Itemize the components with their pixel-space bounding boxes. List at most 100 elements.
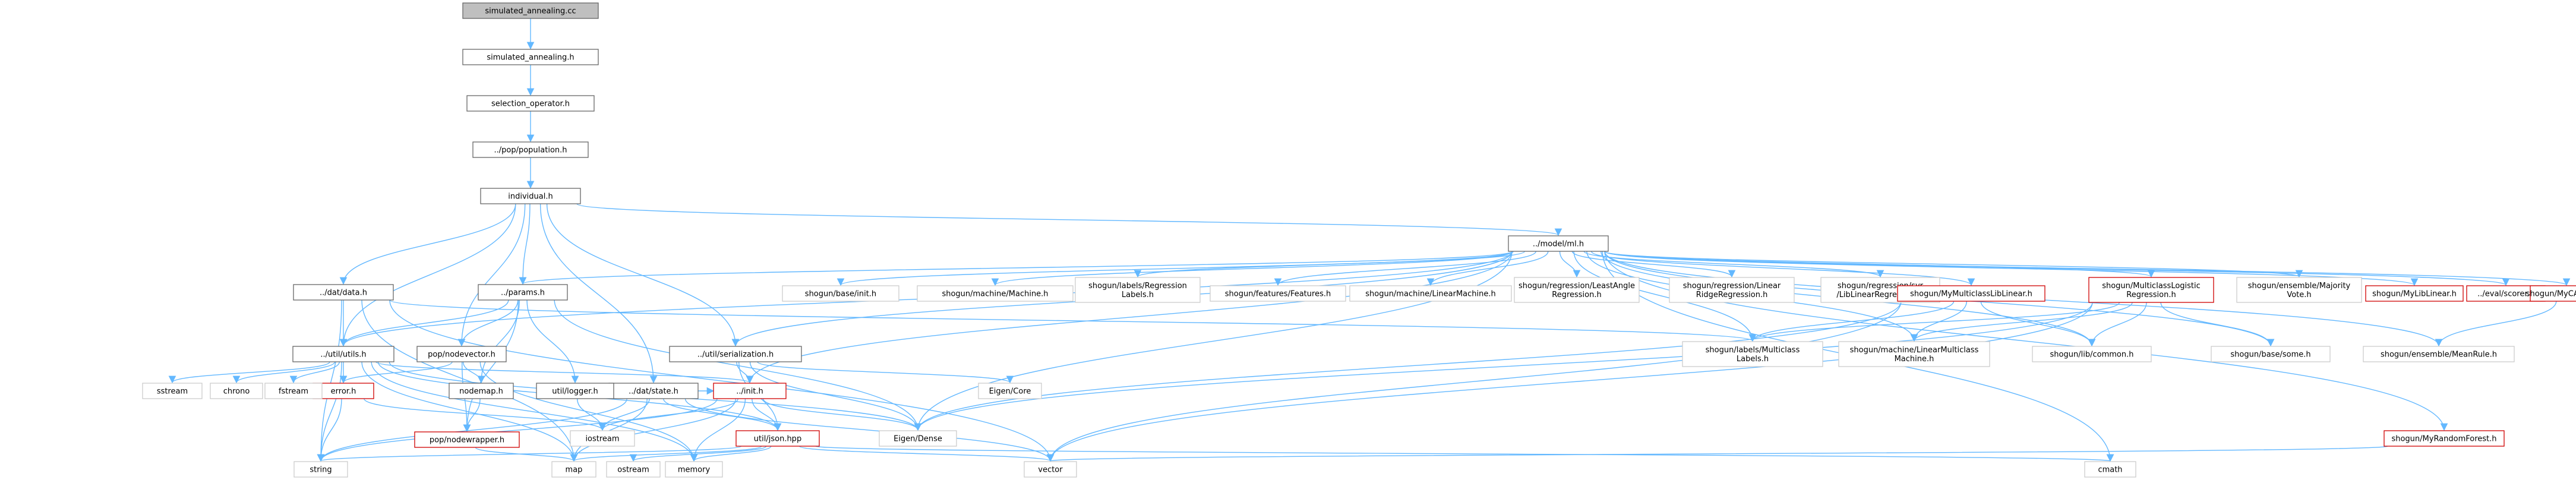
node-box — [879, 430, 957, 447]
edge-mclog-to-libcommon — [2088, 302, 2147, 347]
node-box — [1210, 285, 1346, 302]
edge-state-to-string — [317, 398, 627, 462]
node-box — [2363, 346, 2515, 362]
node-label: shogun/ensemble/Majority — [2248, 282, 2351, 291]
node-mylib[interactable]: shogun/MyLibLinear.h — [2365, 285, 2464, 302]
edge-init-to-string — [317, 398, 718, 462]
edge-data-to-map — [361, 299, 578, 462]
node-box — [466, 95, 595, 112]
node-iostream: iostream — [570, 430, 635, 447]
edge-state-to-json — [663, 398, 782, 431]
node-label: ../model/ml.h — [1533, 240, 1584, 249]
node-box — [713, 383, 787, 399]
node-pop[interactable]: ../pop/population.h — [472, 141, 589, 158]
node-box — [782, 285, 899, 302]
node-selop[interactable]: selection_operator.h — [466, 95, 595, 112]
edge-params-to-utils — [339, 299, 509, 347]
node-indiv[interactable]: individual.h — [480, 188, 581, 204]
node-serial[interactable]: ../util/serialization.h — [669, 346, 802, 362]
edge-rf-to-vector — [1047, 446, 2388, 462]
node-data[interactable]: ../dat/data.h — [293, 284, 394, 301]
node-nodemap[interactable]: nodemap.h — [449, 383, 514, 399]
node-label: shogun/MyMulticlassLibLinear.h — [1910, 290, 2032, 299]
edge-data-to-string — [317, 299, 342, 462]
node-label: Regression.h — [1552, 291, 1601, 299]
edge-indiv-to-mlh — [576, 203, 1562, 236]
edge-nodewrap-to-map — [475, 447, 578, 462]
node-box — [1514, 277, 1640, 303]
edge-error-to-iostream — [364, 398, 607, 431]
node-mclib[interactable]: shogun/MyMulticlassLibLinear.h — [1897, 285, 2045, 302]
node-utils[interactable]: ../util/utils.h — [292, 346, 394, 362]
node-json[interactable]: util/json.hpp — [735, 430, 820, 447]
edge-indiv-to-state — [539, 203, 658, 384]
node-logger[interactable]: util/logger.h — [536, 383, 614, 399]
edge-utils-to-map — [361, 361, 578, 462]
node-label: shogun/features/Features.h — [1225, 290, 1331, 299]
node-map: map — [551, 461, 596, 478]
edge-mlh-to-reglabels — [1134, 251, 1526, 278]
node-box — [1838, 341, 1990, 367]
node-state[interactable]: ../dat/state.h — [608, 383, 699, 399]
node-label: vector — [1038, 466, 1063, 475]
edges-layer — [168, 18, 2570, 462]
node-label: simulated_annealing.h — [487, 53, 574, 62]
edge-mlh-to-baseinit — [837, 251, 1513, 286]
node-init[interactable]: ../init.h — [713, 383, 787, 399]
edge-indiv-to-utils — [339, 203, 516, 347]
node-box — [551, 461, 596, 478]
node-box — [210, 383, 263, 399]
edge-mclog-to-mclabels — [1748, 302, 2120, 342]
node-box — [917, 285, 1074, 302]
edge-serial-to-init — [736, 361, 754, 384]
node-label: util/json.hpp — [754, 435, 801, 444]
node-label: shogun/MyRandomForest.h — [2391, 435, 2496, 444]
node-cmath: cmath — [2084, 461, 2136, 478]
node-label: ../pop/population.h — [494, 146, 567, 155]
node-label: shogun/labels/Multiclass — [1706, 346, 1800, 355]
node-box — [449, 383, 514, 399]
node-box — [735, 430, 820, 447]
node-rf[interactable]: shogun/MyRandomForest.h — [2384, 430, 2505, 447]
node-label: string — [310, 466, 332, 475]
node-mlh[interactable]: ../model/ml.h — [1508, 235, 1609, 252]
node-box — [978, 383, 1042, 399]
edge-serial-to-eigendense — [749, 361, 922, 431]
node-box — [293, 461, 348, 478]
edge-mclib-to-mclabels — [1748, 301, 1955, 342]
node-label: ../eval/scorer.h — [2477, 290, 2534, 299]
node-label: individual.h — [508, 192, 553, 201]
edge-mclib-to-eigendense — [914, 301, 1902, 431]
edge-serial-to-eigencore — [757, 361, 1014, 384]
node-sa_cc[interactable]: simulated_annealing.cc — [462, 2, 599, 19]
node-box — [472, 141, 589, 158]
node-label: ../dat/state.h — [629, 387, 678, 396]
node-label: Regression.h — [2126, 291, 2176, 299]
node-linmach: shogun/machine/LinearMachine.h — [1349, 285, 1512, 302]
node-box — [1349, 285, 1512, 302]
node-sa_h[interactable]: simulated_annealing.h — [462, 49, 599, 65]
node-label: memory — [678, 466, 711, 475]
edge-json-to-map — [570, 446, 762, 462]
edge-nodevec-to-memory — [479, 361, 698, 462]
edge-init-to-memory — [690, 398, 746, 462]
node-label: shogun/machine/LinearMulticlass — [1850, 346, 1979, 355]
edge-utils-to-init — [375, 361, 753, 384]
node-label: pop/nodevector.h — [428, 351, 495, 359]
node-nodevec[interactable]: pop/nodevector.h — [416, 346, 507, 362]
node-baseinit: shogun/base/init.h — [782, 285, 899, 302]
edge-mlh-to-linmach — [1426, 251, 1549, 286]
node-cart[interactable]: shogun/MyCARTree.h — [2526, 285, 2576, 302]
node-vector: vector — [1024, 461, 1077, 478]
node-label: util/logger.h — [552, 387, 598, 396]
node-nodewrap[interactable]: pop/nodewrapper.h — [414, 431, 520, 448]
node-params[interactable]: ../params.h — [478, 284, 568, 301]
node-box — [416, 346, 507, 362]
node-label: ../util/serialization.h — [697, 351, 774, 359]
edge-logger-to-iostream — [576, 398, 607, 431]
edge-mclog-to-linmcm — [1910, 302, 2133, 342]
node-box — [462, 49, 599, 65]
node-ridge: shogun/regression/LinearRidgeRegression.… — [1669, 277, 1795, 303]
